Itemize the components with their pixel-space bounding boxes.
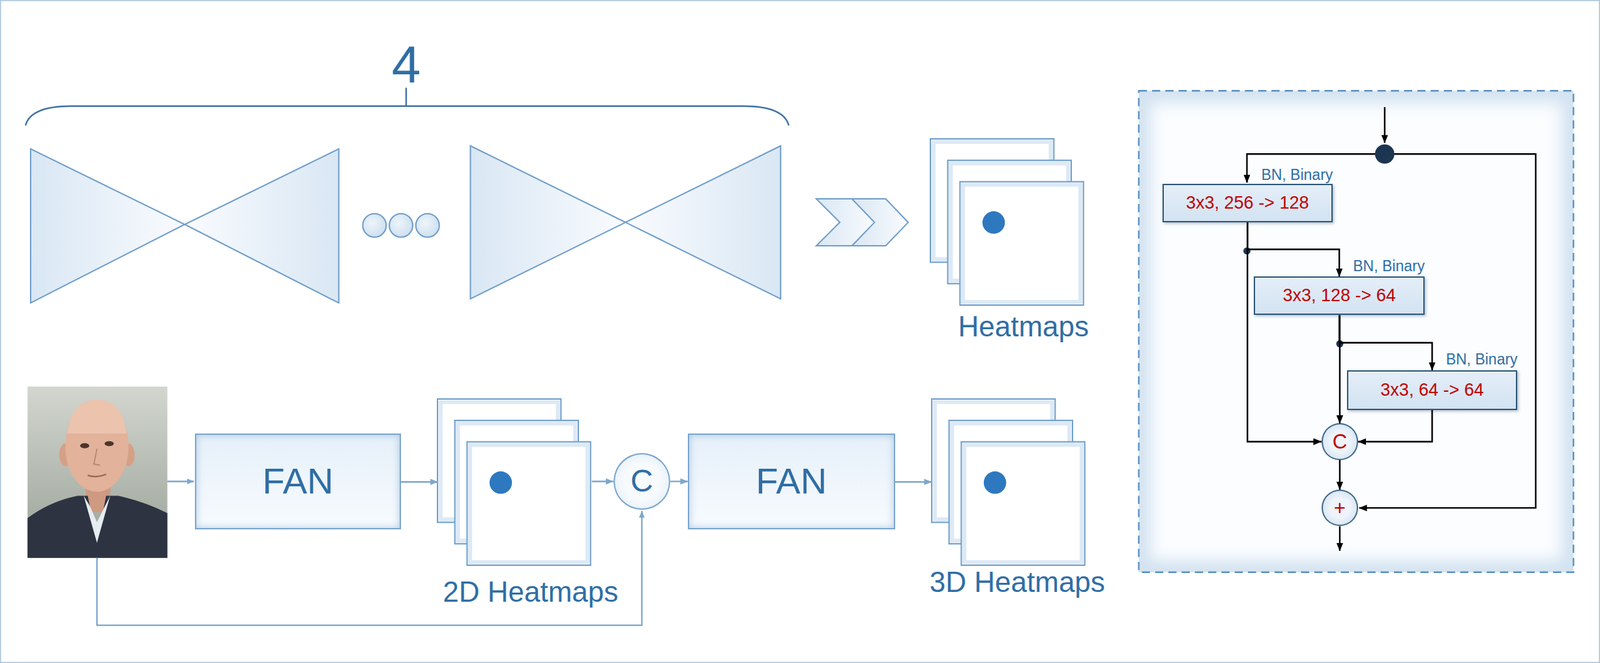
fan-box: FAN: [194, 433, 401, 530]
layer-note: BN, Binary: [1446, 351, 1518, 367]
brace-tick: [405, 88, 407, 107]
heatmap-caption: 3D Heatmaps: [929, 567, 1106, 597]
heatmap-sheet-glow: [962, 184, 1081, 302]
flow-arrow: [895, 481, 932, 483]
data-wire: [1339, 460, 1341, 490]
conv-box: 3x3, 256 -> 128: [1162, 183, 1333, 223]
ellipsis-dot: [362, 213, 386, 238]
heatmap-caption: Heatmaps: [957, 312, 1089, 341]
chevron-arrow: [852, 198, 909, 246]
heatmap-peak: [983, 471, 1007, 494]
photo-eye: [80, 443, 90, 449]
heatmap-sheet: [467, 441, 591, 565]
panel-border: [1139, 90, 1574, 572]
edge-group: [1339, 314, 1432, 371]
heatmap-stack-drawing: [437, 399, 592, 566]
junction-dot: [1243, 247, 1251, 255]
data-wire: [1339, 314, 1341, 424]
conv-label: 3x3, 64 -> 64: [1380, 381, 1484, 400]
photo-suit: [27, 495, 167, 558]
junction-dot: [1335, 340, 1344, 348]
edge-group: [1247, 222, 1321, 442]
edge-group: [1358, 410, 1432, 443]
flow-arrow: [400, 481, 438, 483]
concat-circle: C: [1321, 423, 1359, 460]
heatmap-caption: 2D Heatmaps: [442, 577, 619, 607]
edge-group: [400, 481, 438, 483]
data-wire: [1247, 222, 1340, 277]
heatmap-sheet: [961, 441, 1085, 565]
heatmap-sheet-glow: [470, 444, 588, 563]
heatmap-stack: 2D Heatmaps: [437, 399, 592, 566]
data-wire: [1247, 222, 1321, 442]
hourglass-decoder: [625, 146, 781, 300]
photo-background: [27, 386, 167, 559]
panel-glow: [1150, 103, 1561, 561]
layer-note: BN, Binary: [1260, 166, 1333, 182]
heatmap-stack-drawing: [930, 138, 1085, 306]
output-arrow: [1339, 526, 1341, 551]
input-wire: [1246, 153, 1385, 183]
flow-arrow: [670, 480, 688, 482]
panel-background: [1139, 90, 1574, 572]
data-wire: [1358, 410, 1432, 443]
heatmap-peak: [982, 211, 1005, 234]
edge-group: [1339, 314, 1340, 424]
fan-box: FAN: [687, 433, 896, 530]
concat-circle: C: [613, 453, 671, 511]
hourglass-decoder: [184, 148, 339, 303]
conv-label: 3x3, 128 -> 64: [1282, 286, 1396, 305]
edge-group: [592, 481, 614, 482]
operator-symbol: C: [1332, 431, 1348, 452]
residual-wire: [1359, 153, 1537, 508]
operator-symbol: +: [1333, 498, 1346, 519]
edge-group: [895, 481, 932, 483]
heatmap-sheet: [960, 181, 1084, 305]
brace: [25, 106, 789, 126]
layer-note: BN, Binary: [1352, 258, 1425, 274]
data-wire: [1339, 314, 1432, 371]
repeat-count: 4: [391, 38, 422, 91]
hourglass-encoder: [470, 146, 626, 300]
heatmap-stack: 3D Heatmaps: [931, 399, 1086, 566]
conv-box: 3x3, 64 -> 64: [1347, 370, 1518, 411]
photo-eye: [104, 441, 114, 447]
edge-group: [1339, 460, 1340, 490]
operator-symbol: C: [630, 465, 654, 497]
block-name: FAN: [262, 462, 334, 500]
sum-circle: +: [1321, 489, 1359, 527]
edge-group: [1247, 222, 1340, 277]
ellipsis-dot: [415, 213, 440, 238]
heatmap-stack-drawing: [931, 399, 1086, 566]
face-photo: [27, 386, 167, 559]
conv-label: 3x3, 256 -> 128: [1185, 194, 1309, 212]
conv-box: 3x3, 128 -> 64: [1253, 276, 1424, 315]
input-arrow: [167, 480, 195, 482]
ellipsis-dot: [389, 213, 413, 238]
input-arrow: [1384, 106, 1386, 143]
flow-arrow: [592, 480, 614, 482]
heatmap-peak: [489, 471, 512, 494]
edge-group: [670, 481, 688, 482]
heatmap-stack: Heatmaps: [930, 138, 1085, 306]
split-dot: [1375, 144, 1395, 164]
photo-mouth: [88, 474, 107, 478]
photo-shirt: [83, 495, 111, 543]
photo-forehead: [67, 399, 127, 434]
photo-nose: [93, 448, 100, 465]
hourglass-encoder: [30, 148, 185, 303]
block-name: FAN: [755, 462, 827, 500]
heatmap-sheet-glow: [964, 444, 1082, 563]
